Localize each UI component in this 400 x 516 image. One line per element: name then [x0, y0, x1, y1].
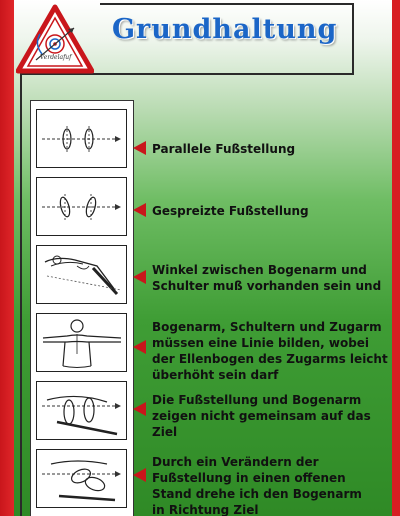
- step-6-caption: Durch ein Verändern der Fußstellung in e…: [152, 455, 362, 516]
- pointer-arrow-icon: [133, 270, 146, 284]
- pointer-arrow-icon: [133, 203, 146, 217]
- right-red-border: [392, 0, 400, 516]
- pointer-arrow-icon: [133, 468, 146, 482]
- illustration-feet-bow-arm: [36, 381, 127, 440]
- step-5-caption: Die Fußstellung und Bogenarm zeigen nich…: [152, 393, 371, 439]
- step-1-caption: Parallele Fußstellung: [152, 142, 296, 156]
- illustration-bow-arm-angle: [36, 245, 127, 304]
- illustration-open-stance: [36, 449, 127, 508]
- step-3-caption: Winkel zwischen Bogenarm und Schulter mu…: [152, 263, 382, 293]
- club-logo: Verdelafuf: [15, 4, 95, 74]
- left-red-border: [0, 0, 14, 516]
- illustration-spread-feet: [36, 177, 127, 236]
- page-title: Grundhaltung: [112, 14, 338, 45]
- step-4-caption: Bogenarm, Schultern und Zugarm müssen ei…: [152, 320, 388, 382]
- frame-right-line: [352, 3, 354, 75]
- logo-triangle-icon: [15, 4, 95, 74]
- illustration-strip: [30, 100, 134, 516]
- frame-left-line: [20, 73, 22, 516]
- pointer-arrow-icon: [133, 141, 146, 155]
- step-2-caption: Gespreizte Fußstellung: [152, 204, 309, 218]
- pointer-arrow-icon: [133, 402, 146, 416]
- frame-bottom-line: [20, 73, 354, 75]
- illustration-arm-line: [36, 313, 127, 372]
- illustration-parallel-feet: [36, 109, 127, 168]
- pointer-arrow-icon: [133, 340, 146, 354]
- frame-top-line: [100, 3, 354, 5]
- logo-script-text: Verdelafuf: [40, 54, 72, 61]
